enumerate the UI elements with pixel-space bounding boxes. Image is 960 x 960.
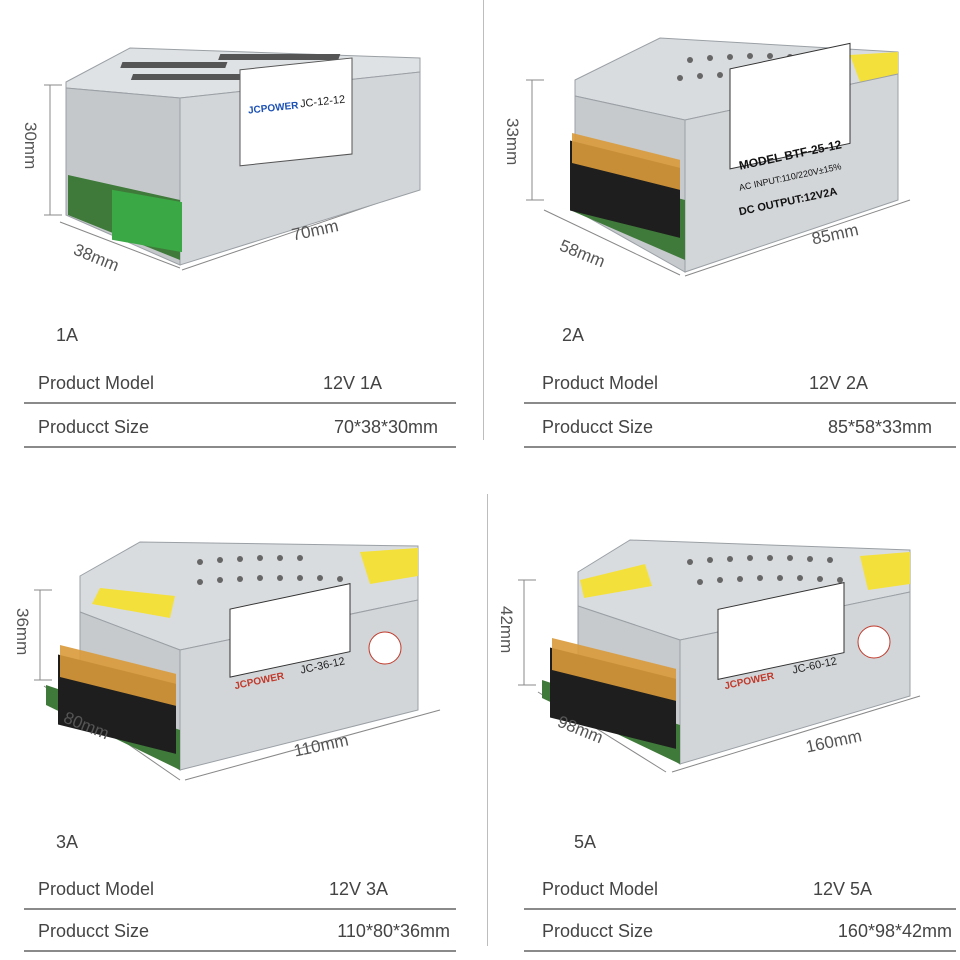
variant-label: 1A <box>56 325 79 345</box>
product-card-3a: 36mm 80mm 110mm JCPOWER JC-36-12 3A Prod… <box>0 480 480 960</box>
spec-value: 12V 1A <box>322 373 382 393</box>
spec-value: 12V 3A <box>328 879 388 899</box>
spec-row-model: Product Model 12V 2A <box>524 358 956 404</box>
spec-row-size: Producct Size 70*38*30mm <box>24 402 456 448</box>
product-card-5a: 42mm 98mm 160mm JCPOWER JC-60-12 5A Prod… <box>480 480 960 960</box>
product-image-3a: 36mm 80mm 110mm JCPOWER JC-36-12 <box>0 480 480 790</box>
spec-label: Product Model <box>542 879 659 899</box>
vertical-divider-top <box>483 0 484 440</box>
power-supply-illustration <box>518 539 921 773</box>
product-image-2a: 33mm 58mm 85mm MODEL BTF-25-12 AC INPUT:… <box>480 0 960 310</box>
variant-label: 3A <box>56 832 79 852</box>
spec-label: Product Model <box>38 879 155 899</box>
spec-value: 70*38*30mm <box>333 417 438 437</box>
dimension-height: 42mm <box>497 606 516 654</box>
spec-value: 12V 2A <box>808 373 868 393</box>
product-card-1a: 30mm 38mm 70mm JCPOWER JC-12-12 1A Produ… <box>0 0 480 480</box>
spec-row-size: Producct Size 160*98*42mm <box>524 906 956 952</box>
spec-label: Product Model <box>38 373 155 393</box>
spec-label: Producct Size <box>38 921 150 941</box>
spec-row-size: Producct Size 110*80*36mm <box>24 906 456 952</box>
power-supply-illustration <box>44 47 421 271</box>
product-card-2a: 33mm 58mm 85mm MODEL BTF-25-12 AC INPUT:… <box>480 0 960 480</box>
spec-row-size: Producct Size 85*58*33mm <box>524 402 956 448</box>
power-supply-illustration <box>526 37 911 277</box>
spec-label: Producct Size <box>38 417 150 437</box>
spec-row-model: Product Model 12V 5A <box>524 864 956 910</box>
variant-label: 5A <box>574 832 597 852</box>
product-image-1a: 30mm 38mm 70mm JCPOWER JC-12-12 <box>0 0 480 310</box>
spec-row-model: Product Model 12V 1A <box>24 358 456 404</box>
spec-label: Product Model <box>542 373 659 393</box>
product-image-5a: 42mm 98mm 160mm JCPOWER JC-60-12 <box>480 480 960 790</box>
spec-row-model: Product Model 12V 3A <box>24 864 456 910</box>
dimension-height: 33mm <box>503 118 522 166</box>
spec-label: Producct Size <box>542 921 654 941</box>
power-supply-illustration <box>34 541 441 781</box>
vertical-divider-bottom <box>487 494 488 946</box>
spec-label: Producct Size <box>542 417 654 437</box>
spec-value: 110*80*36mm <box>337 921 450 941</box>
variant-label: 2A <box>562 325 585 345</box>
dimension-height: 36mm <box>13 608 32 656</box>
spec-value: 160*98*42mm <box>837 921 952 941</box>
spec-value: 85*58*33mm <box>827 417 932 437</box>
dimension-height: 30mm <box>21 122 40 170</box>
spec-value: 12V 5A <box>812 879 872 899</box>
